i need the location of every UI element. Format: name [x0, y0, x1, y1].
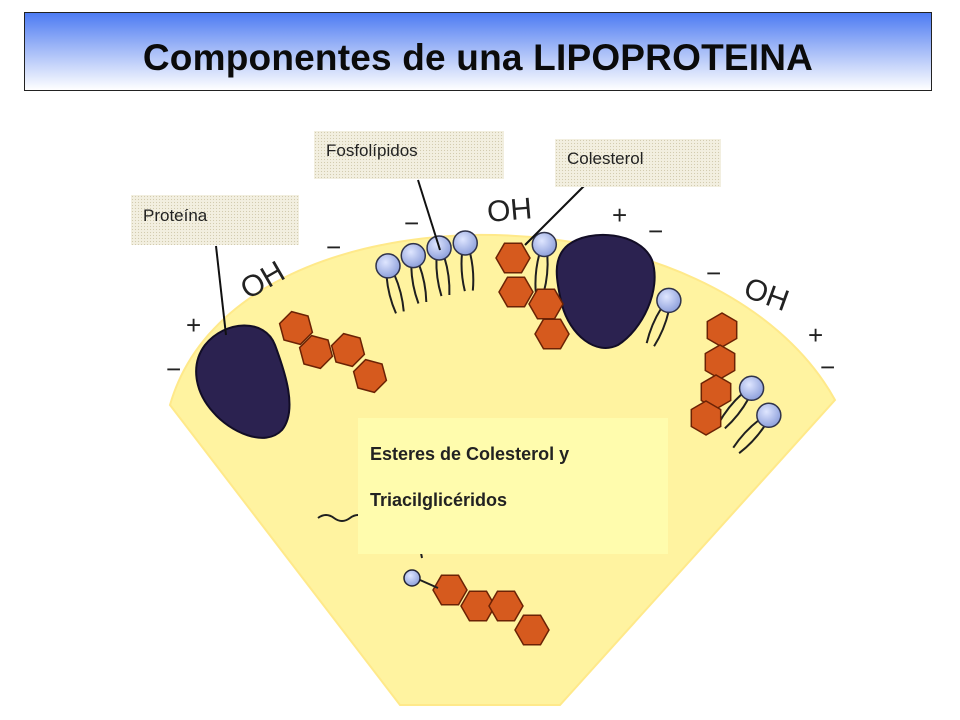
charge-minus-far-right: −: [820, 352, 835, 382]
cholesterol-ring: [690, 400, 722, 436]
charge-minus-upper-left: −: [326, 232, 341, 262]
lipid-tail: [410, 266, 420, 304]
title-banner: Componentes de una LIPOPROTEINA: [24, 12, 932, 91]
lipid-tail: [738, 424, 766, 454]
lipid-tail: [435, 258, 443, 297]
phospholipid-head: [756, 402, 782, 429]
charge-minus-right: −: [706, 258, 721, 288]
core-label-box: Esteres de Colesterol y Triacilglicérido…: [358, 418, 668, 554]
label-line-colesterol: [524, 179, 591, 246]
phospholipid-head: [531, 231, 558, 258]
cholesterol-ring: [460, 590, 496, 622]
cholesterol-ring: [706, 312, 738, 348]
phospholipid-tails: [385, 252, 766, 454]
cholesterol-ring: [534, 318, 570, 350]
cholesterol-ring: [528, 288, 564, 320]
lipid-tail: [653, 310, 670, 347]
lipid-tail: [443, 257, 451, 296]
page-title: Componentes de una LIPOPROTEINA: [142, 37, 814, 78]
lipid-tail: [534, 253, 541, 292]
label-line-fosfolipidos: [417, 179, 441, 251]
cholesterol-ring: [298, 334, 334, 370]
charge-plus-top-right: +: [612, 200, 627, 230]
cholesterol-ring: [488, 590, 524, 622]
charge-minus-left: −: [166, 354, 181, 384]
phospholipid-head: [656, 287, 682, 314]
lipid-tail: [732, 419, 760, 449]
label-proteina: Proteína: [131, 195, 299, 245]
lipid-tail: [418, 264, 428, 302]
cholesterol-ring: [352, 358, 388, 394]
protein-right: [555, 233, 656, 349]
cholesterol-rings: [278, 242, 738, 646]
charge-plus-right: +: [808, 320, 823, 350]
cholesterol-ring: [278, 310, 314, 346]
cholesterol-ring: [700, 374, 732, 410]
lipid-tail: [393, 274, 405, 312]
oh-label-top: OH: [486, 192, 534, 229]
charge-minus-top-right: −: [648, 216, 663, 246]
label-fosfolipidos: Fosfolípidos: [314, 131, 504, 179]
label-colesterol: Colesterol: [555, 139, 721, 187]
cholesterol-ring: [432, 574, 468, 606]
phospholipid-head: [400, 242, 427, 269]
charge-plus-left: +: [186, 310, 201, 340]
lipid-tail: [469, 252, 475, 291]
cholesterol-ring: [514, 614, 550, 646]
charge-minus-top: −: [404, 208, 419, 238]
ester-head: [403, 569, 421, 587]
core-label-line2: Triacilglicéridos: [370, 490, 508, 510]
core-label-line1: Esteres de Colesterol y: [370, 444, 570, 464]
protein-left: [195, 324, 291, 439]
cholesterol-ring: [704, 344, 736, 380]
lipid-tail: [385, 276, 397, 314]
lipid-tail: [645, 307, 663, 344]
cholesterol-ring: [498, 276, 534, 308]
phospholipid-heads: [375, 230, 782, 429]
phospholipid-head: [375, 253, 401, 279]
phospholipid-head: [452, 230, 478, 256]
lipid-tail: [724, 398, 750, 430]
cholesterol-ring: [495, 242, 531, 274]
lipid-tail: [460, 253, 466, 292]
label-line-proteina: [215, 245, 227, 336]
cholesterol-ring: [330, 332, 366, 368]
phospholipid-head: [738, 375, 765, 402]
